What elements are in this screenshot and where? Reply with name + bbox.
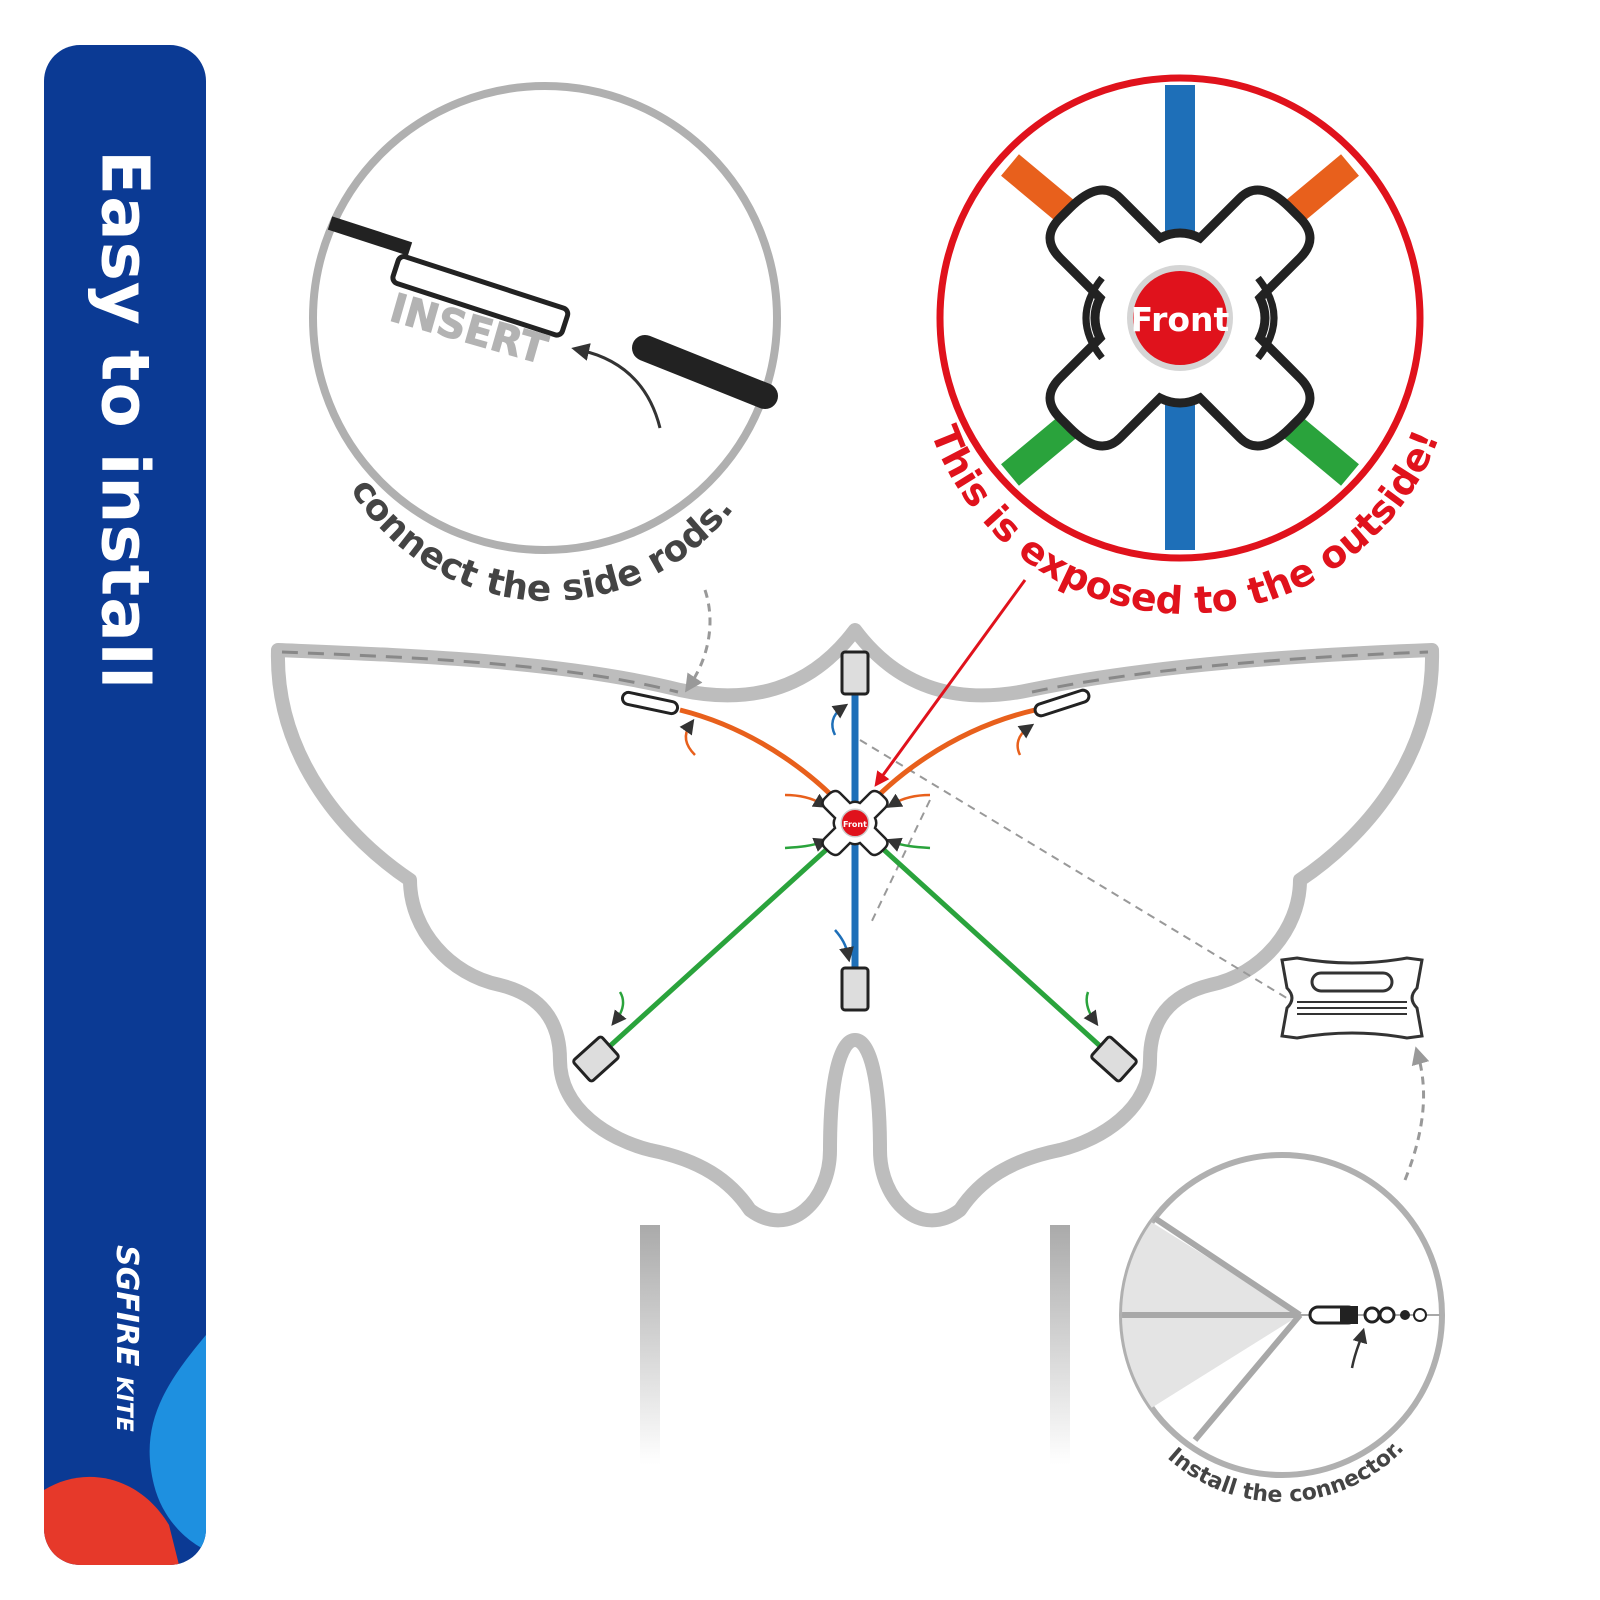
front-connector-detail bbox=[1001, 85, 1359, 550]
direction-arrows bbox=[611, 703, 1099, 1027]
lower-rod-right bbox=[860, 828, 1112, 1057]
kite-tail-left bbox=[640, 1225, 660, 1465]
lower-rod-left bbox=[598, 828, 850, 1057]
side-banner: Easy to install SGFIREKITE bbox=[44, 45, 206, 1565]
front-pointer-arrow bbox=[874, 579, 1027, 787]
lower-right-cap bbox=[1090, 1035, 1138, 1083]
spine-top-cap bbox=[840, 650, 870, 696]
side-rod-sleeve-right bbox=[1033, 688, 1091, 718]
banner-wave-decoration bbox=[44, 1335, 206, 1565]
connector-guide-arrow bbox=[1403, 1046, 1430, 1181]
rod-insert-illustration bbox=[327, 216, 778, 429]
connector-illustration bbox=[1122, 1190, 1440, 1442]
bridle-guide-line-2 bbox=[869, 799, 931, 926]
side-rod-guide-arrow bbox=[685, 589, 712, 693]
kite-tail-right bbox=[1050, 1225, 1070, 1465]
lower-left-cap bbox=[572, 1035, 620, 1083]
spine-bottom-cap bbox=[840, 966, 870, 1012]
line-winder-icon bbox=[1280, 956, 1424, 1040]
front-badge-label: Front bbox=[1131, 300, 1230, 339]
kite-top-dashes bbox=[281, 650, 1429, 694]
center-connector-small bbox=[821, 789, 889, 857]
center-connector-small-label: Front bbox=[843, 820, 867, 829]
side-rod-sleeve-left bbox=[620, 690, 680, 716]
